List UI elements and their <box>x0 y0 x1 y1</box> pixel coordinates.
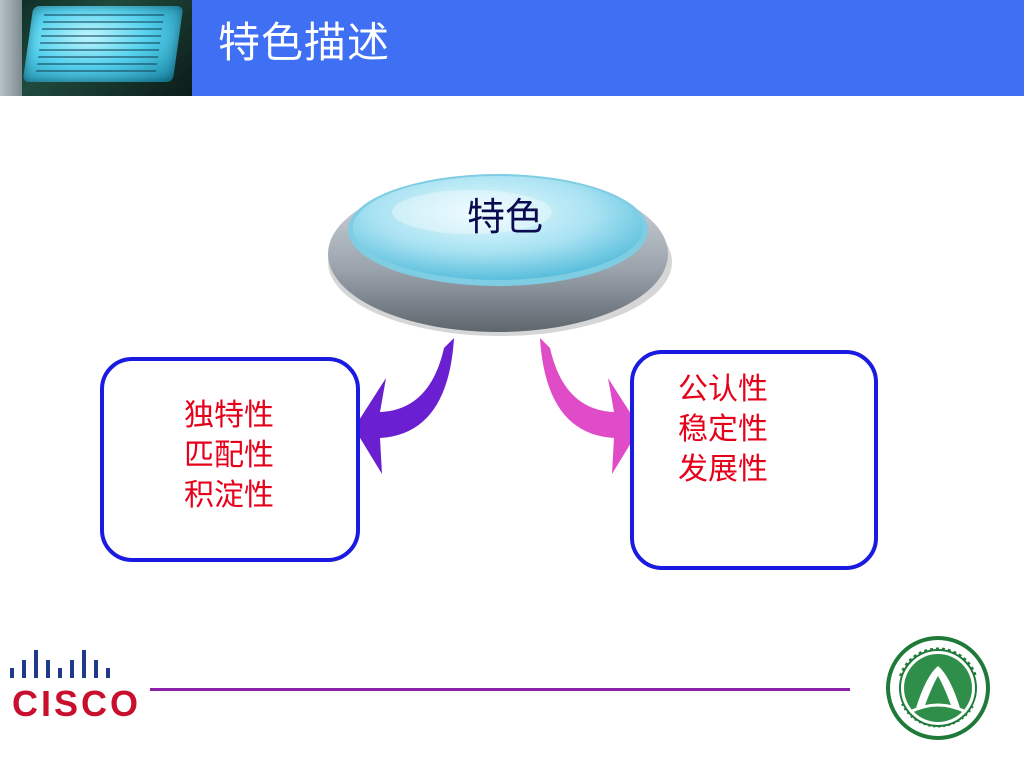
right-trait-list: 公认性 稳定性 发展性 <box>678 370 768 490</box>
header-monitor-image <box>0 0 192 96</box>
disc-highlight <box>392 190 552 234</box>
trait-matching: 匹配性 <box>184 438 274 473</box>
left-trait-box: 独特性 匹配性 积淀性 <box>100 357 360 562</box>
monitor-text-lines <box>35 14 165 74</box>
trait-uniqueness: 独特性 <box>184 398 274 433</box>
cisco-logo-bars <box>10 650 110 678</box>
right-trait-box: 公认性 稳定性 发展性 <box>630 350 878 570</box>
cisco-logo-text: CISCO <box>12 683 142 724</box>
curved-arrows <box>354 338 640 474</box>
trait-development: 发展性 <box>678 452 768 487</box>
center-disc <box>328 174 672 336</box>
header-image-strip <box>0 0 22 96</box>
trait-stability: 稳定性 <box>678 412 768 447</box>
footer-divider <box>150 688 850 691</box>
trait-accumulation: 积淀性 <box>184 478 274 513</box>
school-seal-icon <box>886 636 990 740</box>
trait-recognition: 公认性 <box>678 372 768 407</box>
right-curved-arrow <box>540 338 640 474</box>
left-trait-list: 独特性 匹配性 积淀性 <box>184 396 274 516</box>
center-label: 特色 <box>466 195 543 239</box>
disc-top <box>353 176 643 280</box>
title-bar: 特色描述 <box>0 0 1024 96</box>
page-title: 特色描述 <box>218 18 391 67</box>
left-curved-arrow <box>354 338 454 474</box>
